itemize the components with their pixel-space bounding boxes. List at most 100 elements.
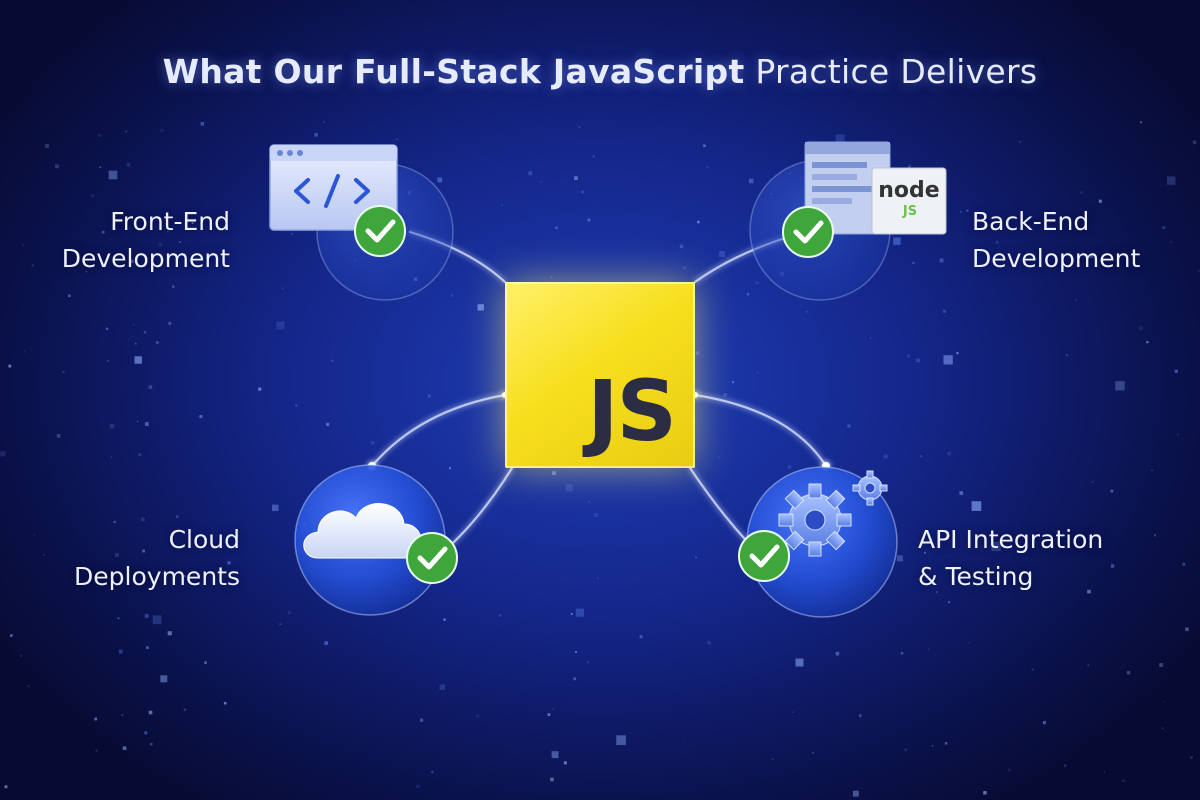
particle [683,266,687,270]
particle [105,327,109,330]
particle [570,613,573,615]
particle [931,745,934,747]
particle [959,211,962,213]
particle [695,351,700,355]
particle [167,631,172,636]
particle [944,742,948,745]
nodejs-word: node [878,178,939,203]
particle [1066,354,1068,356]
particle [288,611,291,615]
particle [947,451,951,456]
particle [31,264,34,267]
particle [223,701,227,705]
label-cloud: Cloud Deployments [74,521,240,595]
particle [935,161,937,163]
nodejs-js-word: JS [902,204,917,219]
label-line: Back-End [972,207,1090,236]
label-line: & Testing [918,562,1034,591]
particle [125,130,127,133]
particle [437,177,443,183]
title-bold: What Our Full-Stack JavaScript [162,52,745,91]
particle [103,263,105,265]
particle [552,471,556,475]
particle [33,534,35,536]
label-line: Cloud [168,525,240,554]
particle [291,233,293,235]
particle [152,615,162,625]
particle [574,176,578,180]
particle [1080,191,1083,194]
particle [1154,534,1156,537]
particle [281,287,284,290]
particle [95,749,98,752]
particle [1075,299,1077,301]
particle [144,422,149,426]
particle [56,434,61,438]
particle [371,441,375,445]
particle [167,231,169,233]
particle [703,144,706,147]
particle [706,166,709,169]
particle [204,661,207,664]
particle [143,331,147,334]
code-window-icon [269,144,398,231]
particle [1091,481,1094,483]
particle [587,661,590,664]
label-front-end: Front-End Development [62,203,230,277]
particle [10,634,13,637]
particle [900,652,904,655]
particle [920,455,922,457]
particle [1169,240,1172,243]
particle [475,714,480,718]
gears-icon [778,470,888,557]
particle [1198,269,1200,272]
particle [772,758,774,760]
particle [331,359,334,362]
particle [439,684,445,690]
particle [140,517,145,522]
particle [1087,664,1089,666]
particle [85,270,87,273]
check-icon [406,532,458,584]
particle [746,293,750,296]
particle [908,165,911,168]
particle [443,618,446,621]
particle [755,281,759,285]
particle [115,553,119,557]
label-line: API Integration [918,525,1104,554]
particle [943,355,953,365]
particle [1110,489,1114,493]
particle [719,251,725,257]
particle [323,121,325,123]
connector-cloud-outer [370,393,507,468]
title-light: Practice Delivers [755,52,1038,91]
particle [501,204,503,206]
particle [138,453,142,456]
particle [431,771,434,774]
particle [1115,381,1125,391]
particle [8,364,12,368]
particle [183,708,187,711]
particle [852,790,859,797]
particle [20,654,23,657]
particle [1031,668,1034,671]
particle [588,501,590,503]
particle [134,356,142,364]
particle [191,531,193,533]
particle [499,614,502,617]
particle [21,244,24,247]
particle [109,424,115,429]
particle [160,675,168,683]
particle [324,641,328,645]
particle [477,304,484,311]
particle [295,404,298,407]
particle [55,164,59,169]
particle [168,322,172,325]
particle [787,465,792,469]
particle [102,230,105,234]
connector-api-outer [693,393,828,468]
particle [108,170,118,180]
particle [968,641,970,644]
particle [449,467,451,470]
